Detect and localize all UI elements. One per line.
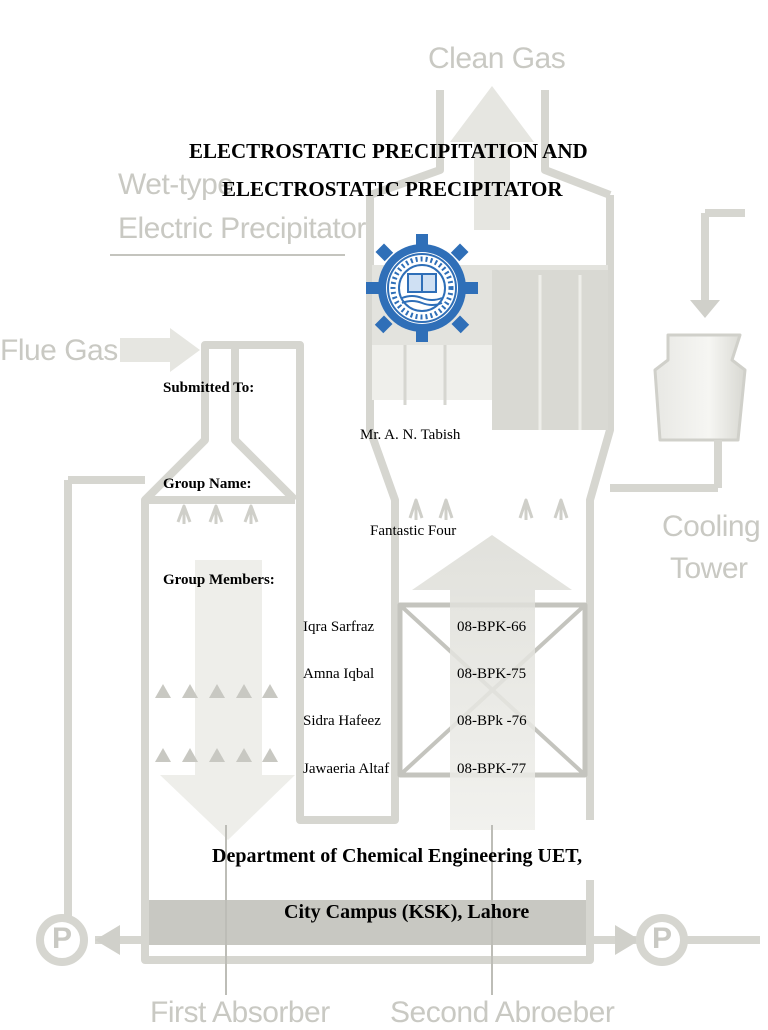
diagram-label-electric-precipitator: Electric Precipitator [118,212,366,245]
member-id: 08-BPK-66 [457,619,527,635]
diagram-label-wet-type: Wet-type [118,168,234,201]
title-line-1: ELECTROSTATIC PRECIPITATION AND [189,139,588,163]
pump-symbol-right: P [652,922,672,955]
member-id: 08-BPK-75 [457,666,527,682]
group-name-value: Fantastic Four [370,523,457,539]
diagram-label-cooling: Cooling [662,510,761,543]
member-name: Iqra Sarfraz [303,619,375,635]
title-line-2: ELECTROSTATIC PRECIPITATOR [222,177,563,201]
group-name-label: Group Name: [163,476,252,492]
pump-symbol-left: P [52,922,72,955]
department-line-1: Department of Chemical Engineering UET, [212,845,583,867]
member-id: 08-BPK-77 [457,761,527,777]
university-logo [366,234,478,342]
group-members-label: Group Members: [163,572,275,588]
diagram-label-first-absorber: First Absorber [150,996,330,1029]
department-line-2: City Campus (KSK), Lahore [284,901,530,923]
diagram-label-flue-gas: Flue Gas [0,334,118,367]
diagram-label-second-absorber: Second Abroeber [390,996,615,1029]
member-name: Amna Iqbal [303,666,375,682]
diagram-label-clean-gas: Clean Gas [428,42,566,75]
submitted-to-value: Mr. A. N. Tabish [360,427,461,443]
submitted-to-label: Submitted To: [163,380,255,396]
diagram-label-tower: Tower [670,552,748,585]
member-name: Sidra Hafeez [303,713,381,729]
member-name: Jawaeria Altaf [303,761,390,777]
member-id: 08-BPk -76 [457,713,527,729]
